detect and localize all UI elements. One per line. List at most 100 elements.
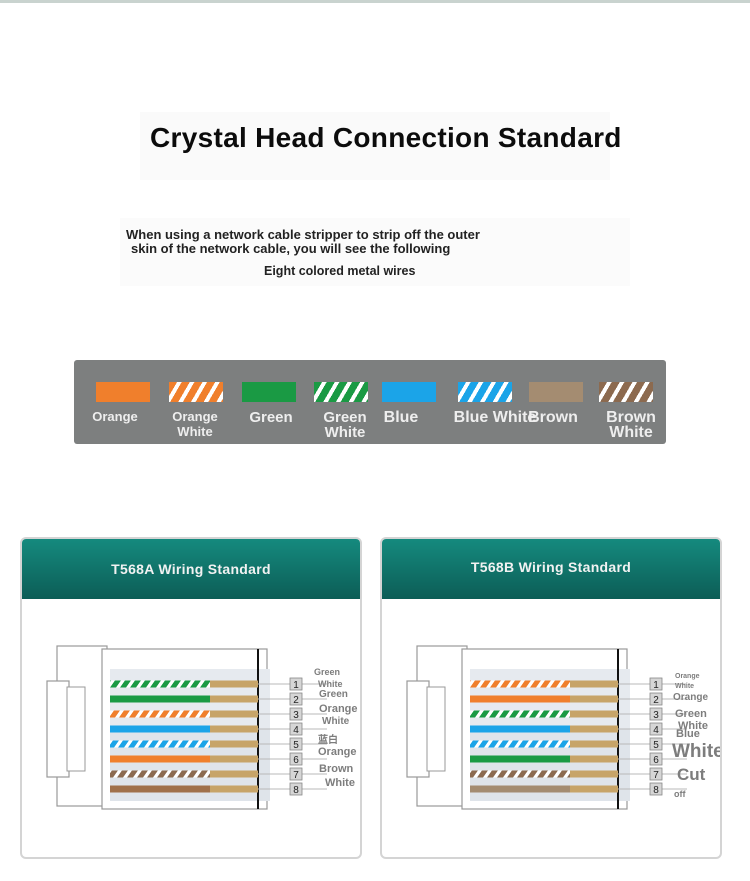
title-background xyxy=(140,112,610,180)
pin-label: Green xyxy=(675,708,707,720)
pin-label: White xyxy=(325,777,355,789)
pin-contact-2 xyxy=(210,695,258,703)
pin-label: Orange xyxy=(673,692,708,703)
wire-1 xyxy=(110,680,210,688)
wire-2 xyxy=(110,695,210,703)
connector-latch xyxy=(46,680,70,778)
t568b-connector-diagram: 12345678OrangeWhiteOrangeGreenWhiteBlueW… xyxy=(406,645,722,810)
wire-8 xyxy=(110,785,210,793)
description-line-1: When using a network cable stripper to s… xyxy=(126,227,480,242)
pin-box-4 xyxy=(649,722,663,736)
connector-latch-inner xyxy=(66,686,86,772)
pin-contact-8 xyxy=(210,785,258,793)
wire-7 xyxy=(470,770,570,778)
pin-box-5 xyxy=(649,737,663,751)
pin-label: White xyxy=(672,741,722,762)
pin-contact-4 xyxy=(210,725,258,733)
pin-number: 3 xyxy=(293,710,299,721)
pin-number: 1 xyxy=(653,680,659,691)
pin-number: 8 xyxy=(293,785,299,796)
pin-box-8 xyxy=(289,782,303,796)
swatch-orange-white xyxy=(169,382,223,402)
pin-label: White xyxy=(678,720,708,732)
pin-number: 5 xyxy=(653,740,659,751)
swatch-brown-white xyxy=(599,382,653,402)
swatch-label-4: Blue xyxy=(383,409,419,426)
swatch-label-5: Blue White xyxy=(453,409,537,426)
pin-contact-7 xyxy=(210,770,258,778)
pin-number: 2 xyxy=(293,695,299,706)
wire-7 xyxy=(110,770,210,778)
pin-label: White xyxy=(675,683,694,690)
connector-latch-inner xyxy=(426,686,446,772)
pin-contact-1 xyxy=(570,680,618,688)
description-line-3: Eight colored metal wires xyxy=(264,264,416,278)
swatch-brown xyxy=(529,382,583,402)
pin-contact-3 xyxy=(570,710,618,718)
description-background xyxy=(120,218,630,286)
wire-5 xyxy=(110,740,210,748)
wire-4 xyxy=(110,725,210,733)
pin-contact-6 xyxy=(210,755,258,763)
pin-label: Green xyxy=(319,689,348,700)
pin-label: 蓝白 xyxy=(318,733,338,746)
pin-label: White xyxy=(322,716,350,727)
description: When using a network cable stripper to s… xyxy=(126,228,480,256)
pin-box-6 xyxy=(649,752,663,766)
pin-box-6 xyxy=(289,752,303,766)
pin-label: White xyxy=(318,679,343,689)
pin-label: Brown xyxy=(319,763,354,775)
pin-box-8 xyxy=(649,782,663,796)
t568b-title: T568B Wiring Standard xyxy=(470,559,632,575)
swatch-label-6: Brown xyxy=(528,409,578,426)
pin-contact-8 xyxy=(570,785,618,793)
wire-6 xyxy=(470,755,570,763)
pin-number: 7 xyxy=(653,770,659,781)
pin-number: 6 xyxy=(653,755,659,766)
wire-5 xyxy=(470,740,570,748)
pin-label: Orange xyxy=(675,673,700,680)
pin-box-1 xyxy=(649,677,663,691)
pin-box-3 xyxy=(289,707,303,721)
pin-contact-6 xyxy=(570,755,618,763)
swatch-label-2: Green xyxy=(249,409,293,426)
pin-number: 7 xyxy=(293,770,299,781)
pin-label: Cut xyxy=(677,765,706,784)
description-line-2: skin of the network cable, you will see … xyxy=(131,241,451,256)
t568a-header: T568A Wiring Standard xyxy=(22,539,360,599)
pin-number: 4 xyxy=(293,725,299,736)
pin-number: 6 xyxy=(293,755,299,766)
top-divider xyxy=(0,0,750,3)
wire-4 xyxy=(470,725,570,733)
wire-2 xyxy=(470,695,570,703)
pin-label: Green xyxy=(314,667,340,677)
page-title: Crystal Head Connection Standard xyxy=(150,122,622,153)
pin-number: 8 xyxy=(653,785,659,796)
pin-contact-1 xyxy=(210,680,258,688)
t568a-title: T568A Wiring Standard xyxy=(111,561,271,577)
pin-label: Orange xyxy=(319,703,358,715)
wire-6 xyxy=(110,755,210,763)
pin-number: 3 xyxy=(653,710,659,721)
wire-8 xyxy=(470,785,570,793)
pin-number: 5 xyxy=(293,740,299,751)
wire-1 xyxy=(470,680,570,688)
swatch-blue-white xyxy=(458,382,512,402)
pin-contact-5 xyxy=(210,740,258,748)
pin-contact-5 xyxy=(570,740,618,748)
swatch-orange xyxy=(96,382,150,402)
pin-contact-3 xyxy=(210,710,258,718)
t568a-connector-diagram: 12345678GreenWhiteGreenOrangeWhite蓝白Oran… xyxy=(46,645,358,810)
swatch-label-0: Orange xyxy=(92,409,138,424)
pin-label: Blue xyxy=(676,728,700,740)
pin-label: Orange xyxy=(318,746,357,758)
t568b-header: T568B Wiring Standard xyxy=(382,539,720,599)
pin-number: 1 xyxy=(293,680,299,691)
pin-box-2 xyxy=(289,692,303,706)
swatch-green xyxy=(242,382,296,402)
